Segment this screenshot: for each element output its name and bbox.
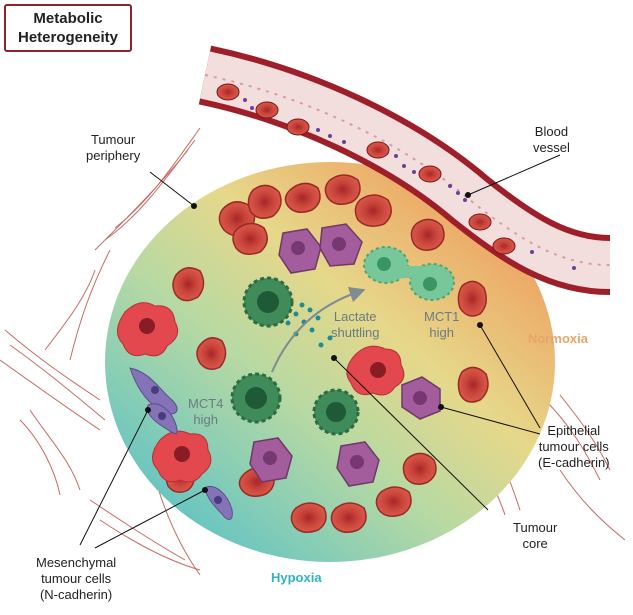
title-line-2: Heterogeneity <box>17 29 119 46</box>
tumour-red-cells <box>165 174 489 533</box>
blood-vessel <box>198 45 612 295</box>
label-mct4-high: MCT4 high <box>188 396 224 427</box>
label-tumour-core: Tumour core <box>513 520 558 551</box>
leader-lines <box>79 154 561 549</box>
label-mesenchymal-cells: Mesenchymal tumour cells (N-cadherin) <box>36 555 117 602</box>
mesenchymal-nuclei <box>151 386 222 504</box>
label-mct1-high: MCT1 high <box>424 309 460 340</box>
label-normoxia: Normoxia <box>528 331 588 346</box>
label-blood-vessel: Blood vessel <box>533 124 570 155</box>
title-box: Metabolic Heterogeneity <box>4 4 132 52</box>
label-hypoxia: Hypoxia <box>271 570 322 585</box>
label-tumour-periphery: Tumour periphery <box>86 132 141 163</box>
leader-dots <box>145 192 483 493</box>
necrotic-cores <box>139 318 386 462</box>
tumour-mass <box>105 162 555 562</box>
label-epithelial-cells: Epithelial tumour cells (E-cadherin) <box>538 423 610 470</box>
lactate-arrow <box>271 287 366 373</box>
label-lactate-shuttling: Lactate shuttling <box>331 309 380 340</box>
mct-cells <box>230 246 455 436</box>
epithelial-nuclei <box>263 237 427 469</box>
title-line-1: Metabolic <box>33 10 103 27</box>
